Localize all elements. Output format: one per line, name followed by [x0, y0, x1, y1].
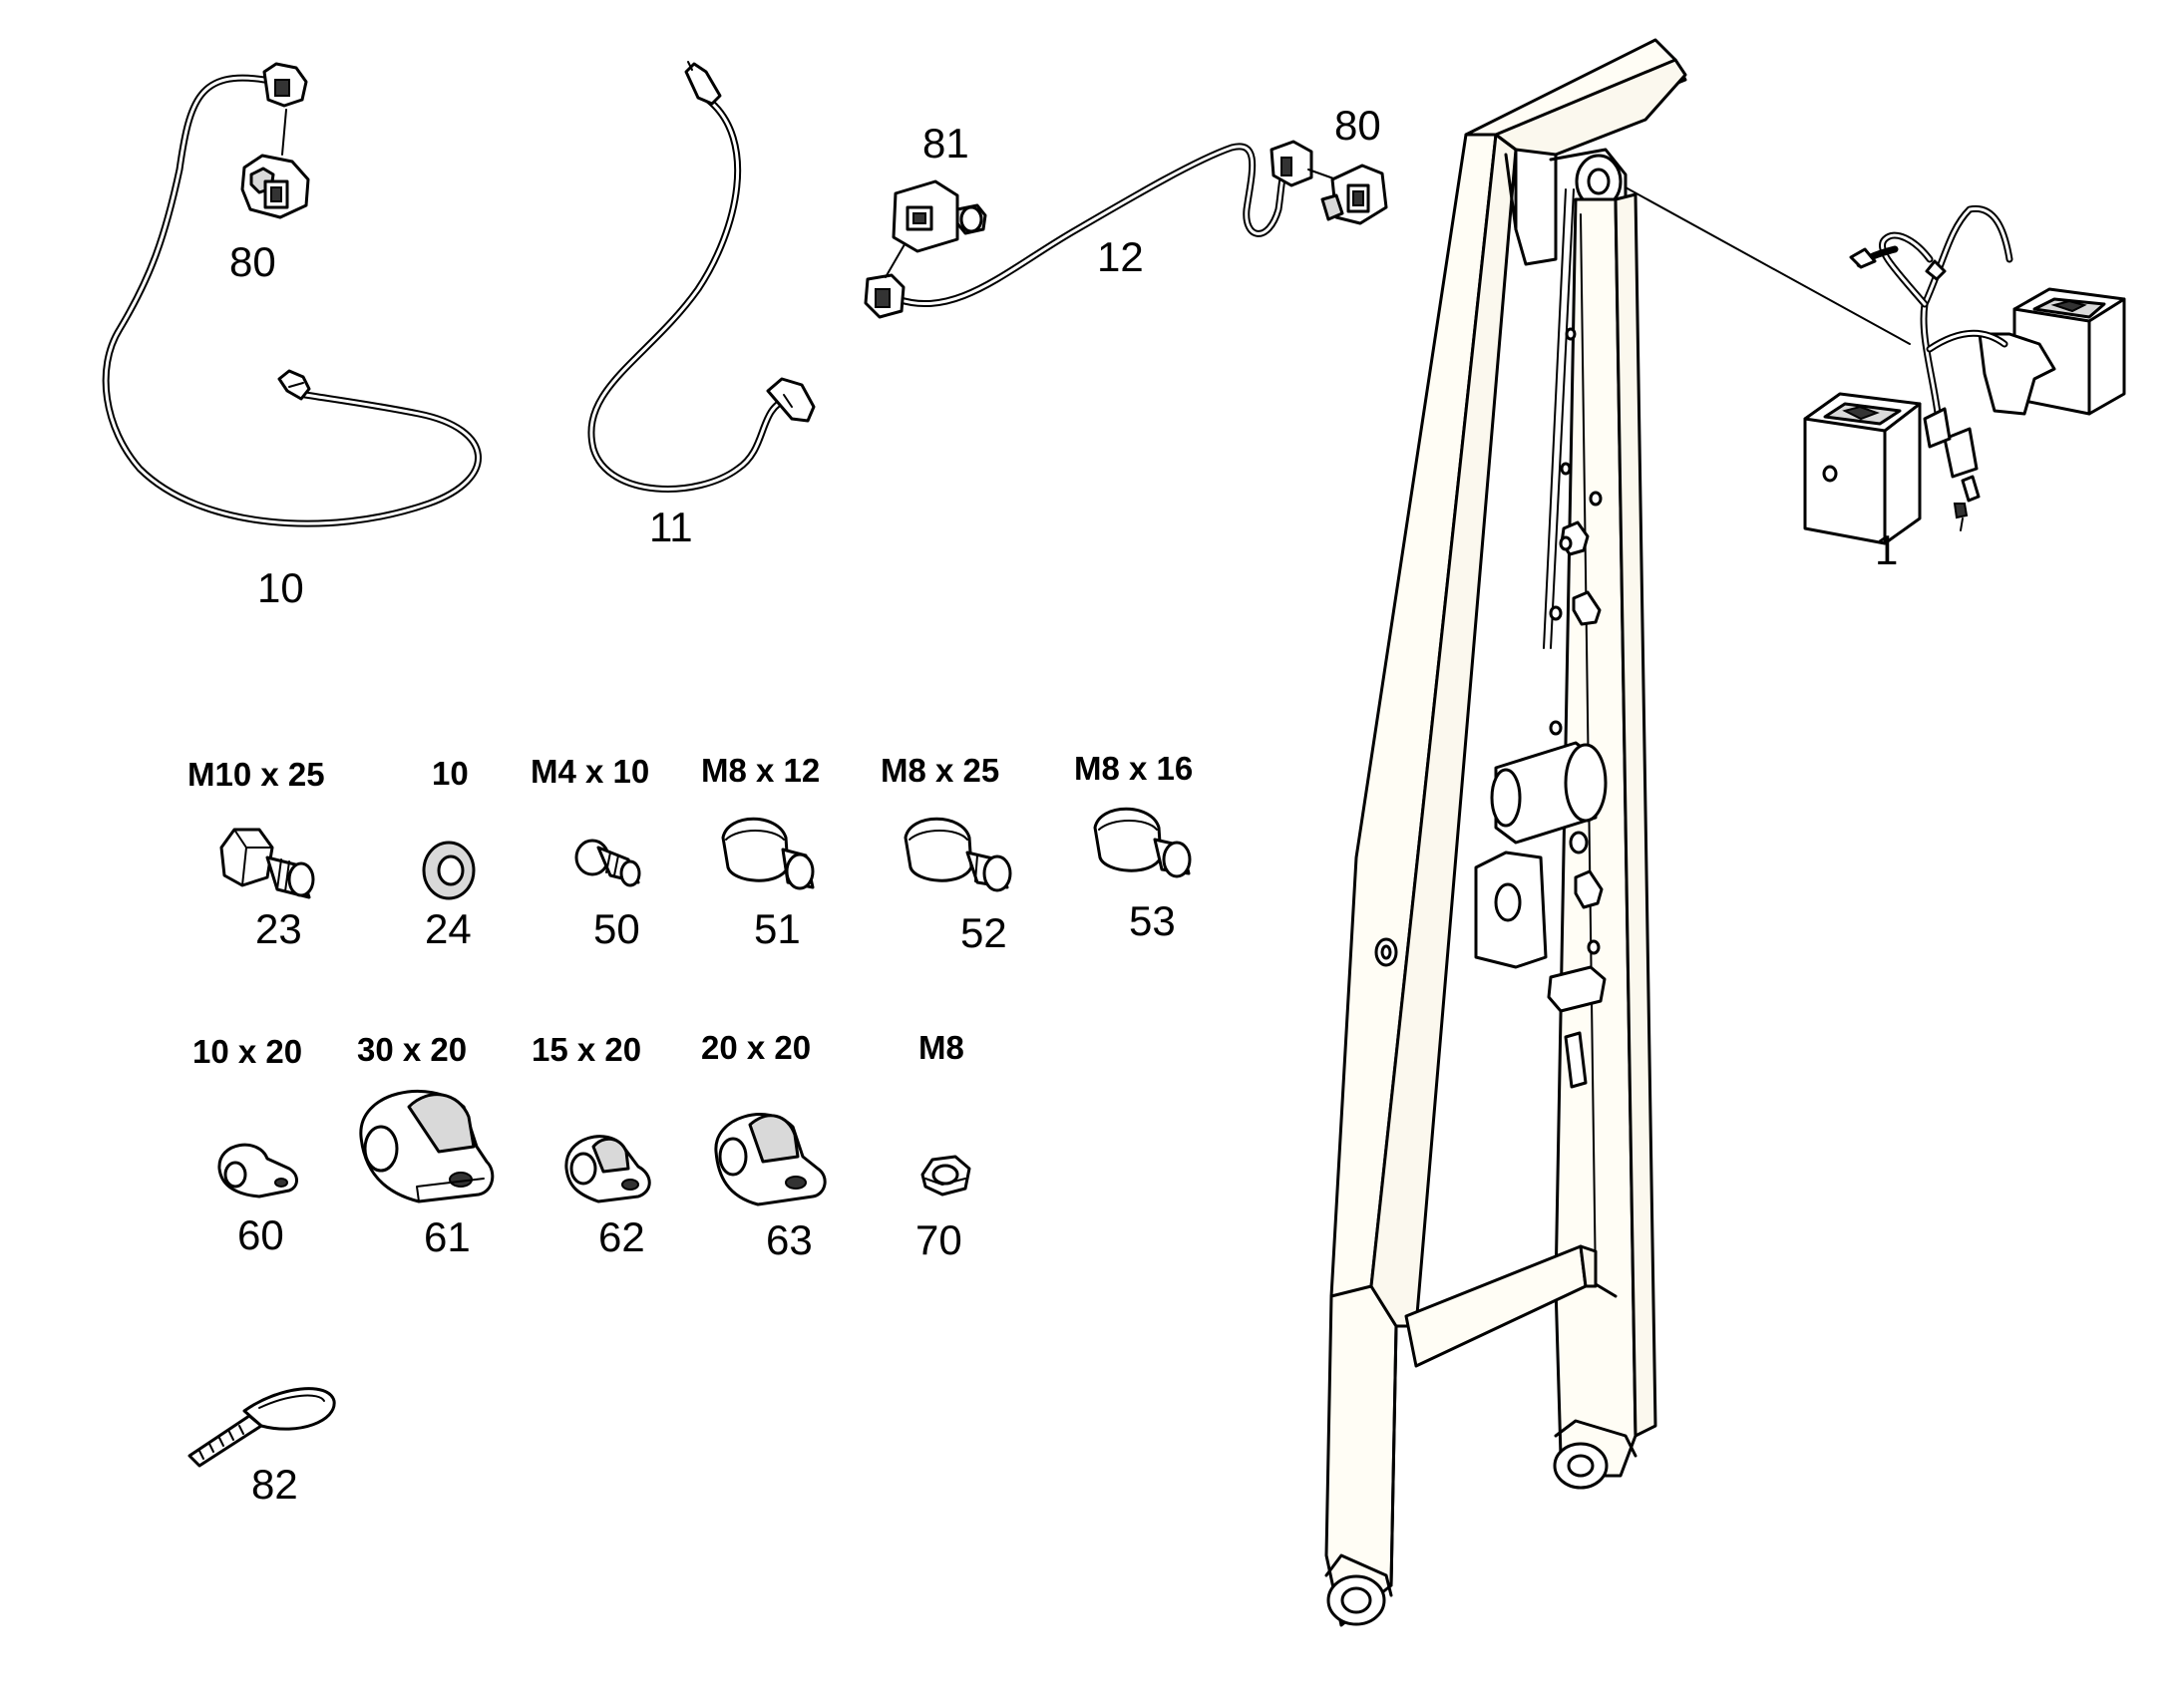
- connector-80-upper-right: [1307, 164, 1388, 225]
- callout-52: 52: [960, 909, 1007, 956]
- cable-harness-11: [587, 61, 816, 493]
- bolt-23: [219, 828, 315, 899]
- callout-70: 70: [915, 1216, 962, 1263]
- callout-61: 61: [424, 1213, 471, 1260]
- leader-line-1: [1625, 186, 1911, 345]
- callout-1: 1: [1875, 526, 1898, 573]
- cable-tie-82: [187, 1387, 336, 1468]
- callout-80-right: 80: [1334, 102, 1381, 149]
- connector-80-upper-left: [240, 109, 310, 219]
- callout-23: 23: [255, 905, 302, 952]
- spec-m8x16: M8 x 16: [1074, 750, 1193, 787]
- washer-24: [422, 841, 476, 900]
- callout-11: 11: [649, 504, 693, 550]
- callout-60: 60: [237, 1211, 284, 1258]
- screw-50: [574, 839, 641, 887]
- callout-63: 63: [766, 1216, 813, 1263]
- connector-81: [885, 179, 987, 278]
- spec-15x20: 15 x 20: [532, 1031, 641, 1068]
- spec-m8x12: M8 x 12: [701, 752, 820, 789]
- callout-labels: 10 80 11 81 80 12 1 23 24 50 51 52 53 60…: [229, 102, 1898, 1508]
- cable-harness-12: [864, 140, 1313, 319]
- spec-m8: M8: [918, 1029, 964, 1066]
- spec-labels: M10 x 25 10 M4 x 10 M8 x 12 M8 x 25 M8 x…: [187, 750, 1193, 1070]
- callout-10: 10: [257, 564, 304, 611]
- callout-51: 51: [754, 905, 801, 952]
- spec-10x20: 10 x 20: [192, 1033, 302, 1070]
- valve-box-assembly-1: [1803, 204, 2126, 545]
- clamp-61: [359, 1090, 495, 1203]
- clamp-63: [714, 1113, 827, 1206]
- spec-m10x25: M10 x 25: [187, 756, 325, 793]
- callout-81: 81: [922, 120, 969, 167]
- crane-boom: [1324, 38, 1687, 1627]
- callout-53: 53: [1129, 897, 1176, 944]
- cable-harness-10: [102, 62, 482, 527]
- callout-80-left: 80: [229, 238, 276, 285]
- spec-10: 10: [432, 755, 469, 792]
- callout-24: 24: [425, 905, 472, 952]
- callout-62: 62: [598, 1213, 645, 1260]
- callout-82: 82: [251, 1461, 298, 1508]
- bolt-51: [721, 817, 815, 890]
- spec-m4x10: M4 x 10: [531, 753, 649, 790]
- spec-20x20: 20 x 20: [701, 1029, 811, 1066]
- callout-12: 12: [1097, 233, 1144, 280]
- nut-70: [920, 1155, 971, 1196]
- clamp-60: [217, 1143, 298, 1198]
- spec-30x20: 30 x 20: [357, 1031, 467, 1068]
- callout-50: 50: [593, 905, 640, 952]
- bolt-52: [904, 817, 1012, 892]
- clamp-62: [564, 1135, 651, 1203]
- spec-m8x25: M8 x 25: [881, 752, 999, 789]
- bolt-53: [1093, 807, 1192, 878]
